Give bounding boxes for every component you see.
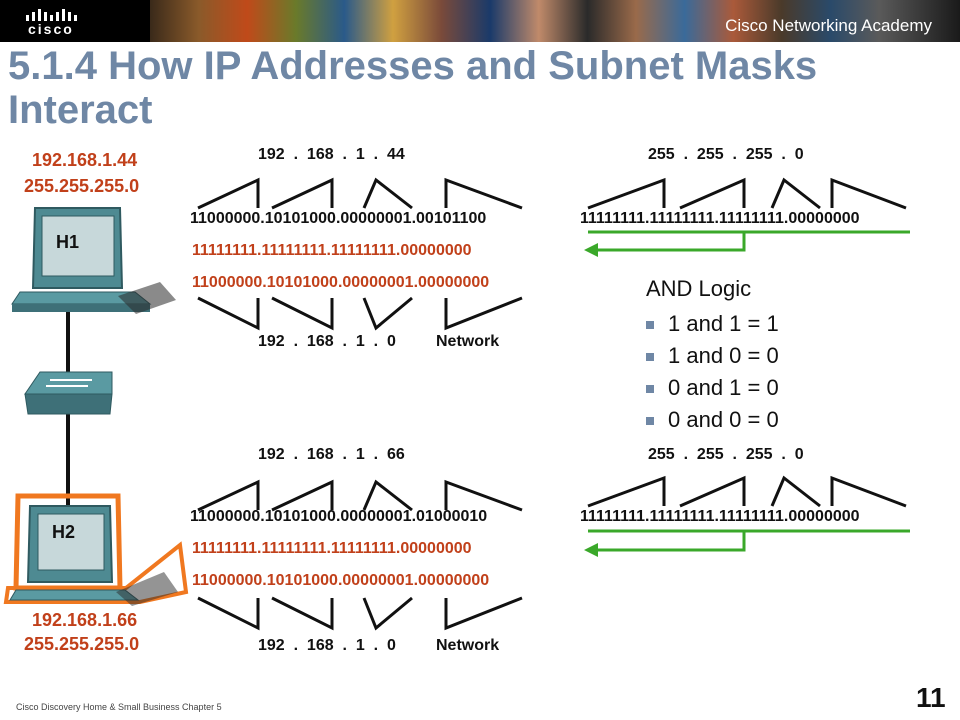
photo-strip [150,0,960,42]
h1-ip-upper-wedges [197,177,523,210]
h2-computer-icon [3,493,189,606]
cisco-wordmark: cisco [28,21,74,37]
h2-ip-dotted: 192 . 168 . 1 . 66 [258,446,405,463]
bullet-icon [646,417,654,426]
h1-mask-arrow [584,230,910,257]
and-logic-list: 1 and 1 = 1 1 and 0 = 0 0 and 1 = 0 0 an… [646,308,779,436]
h1-ip-address: 192.168.1.44 [32,150,138,170]
h2-mask-binary: 11111111.11111111.11111111.00000000 [192,540,472,557]
h1-ip-binary: 11000000.10101000.00000001.00101100 [190,210,487,227]
h1-subnet-mask: 255.255.255.0 [24,176,140,196]
academy-name: Cisco Networking Academy [725,16,932,35]
list-item: 0 and 1 = 0 [646,372,779,404]
h1-network-dotted: 192 . 168 . 1 . 0 [258,333,396,350]
h2-and-result-binary: 11000000.10101000.00000001.00000000 [192,572,490,589]
h1-mask-binary-right: 11111111.11111111.11111111.00000000 [580,210,860,227]
h1-computer-icon [11,207,176,314]
switch-icon [24,371,113,415]
h2-ip-address: 192.168.1.66 [32,610,138,630]
page-number: 11 [916,682,946,713]
h2-mask-dotted: 255 . 255 . 255 . 0 [648,446,804,463]
h1-mask-binary: 11111111.11111111.11111111.00000000 [192,242,472,259]
h2-mask-wedges [587,475,907,508]
bullet-icon [646,353,654,362]
bullet-icon [646,321,654,330]
h2-network-lower-wedges [197,596,523,631]
list-item: 1 and 1 = 1 [646,308,779,340]
h2-mask-arrow [584,529,910,557]
footer-chapter: Cisco Discovery Home & Small Business Ch… [16,702,222,712]
cisco-bars-icon [26,9,77,21]
bullet-icon [646,385,654,394]
header-banner: cisco Cisco Networking Academy [0,0,960,42]
and-logic-title: AND Logic [646,276,752,301]
h1-network-lower-wedges [197,296,523,331]
h2-mask-binary-right: 11111111.11111111.11111111.00000000 [580,508,860,525]
h2-network-label: Network [436,637,500,654]
h1-ip-dotted: 192 . 168 . 1 . 44 [258,146,405,163]
h1-network-label: Network [436,333,500,350]
h2-network-dotted: 192 . 168 . 1 . 0 [258,637,396,654]
cisco-logo: cisco [0,0,150,42]
h2-subnet-mask: 255.255.255.0 [24,634,140,654]
list-item: 0 and 0 = 0 [646,404,779,436]
h1-device-label: H1 [56,232,80,252]
h2-device-label: H2 [52,522,76,542]
page-title: 5.1.4 How IP Addresses and Subnet Masks … [8,44,818,132]
h1-and-result-binary: 11000000.10101000.00000001.00000000 [192,274,490,291]
h1-mask-dotted: 255 . 255 . 255 . 0 [648,146,804,163]
h2-ip-binary: 11000000.10101000.00000001.01000010 [190,508,488,525]
h2-ip-upper-wedges [197,479,523,512]
list-item: 1 and 0 = 0 [646,340,779,372]
h1-mask-wedges [587,177,907,210]
